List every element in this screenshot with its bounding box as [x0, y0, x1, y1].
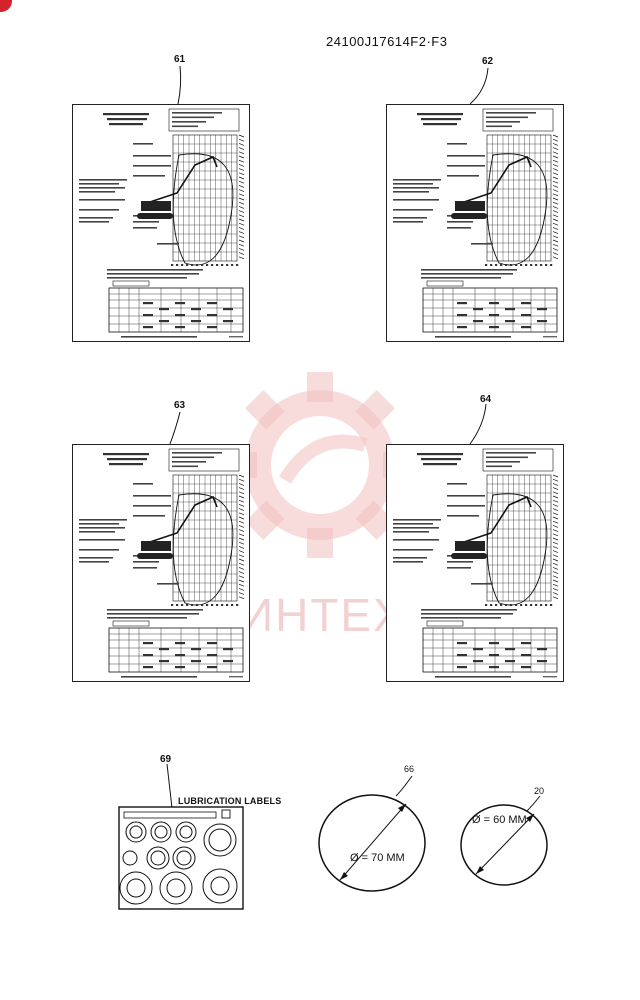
capacity-card [72, 444, 250, 682]
callout-66: 66 [404, 764, 415, 774]
callout-62: 62 [482, 56, 494, 67]
disc-70mm [318, 794, 426, 892]
capacity-card [386, 104, 564, 342]
lubrication-label-sheet [118, 806, 244, 910]
disc-60mm [460, 804, 548, 886]
capacity-card [386, 444, 564, 682]
watermark-text: ИНТЕХ [240, 589, 406, 641]
document-number: 24100J17614F2·F3 [326, 34, 448, 49]
capacity-card [72, 104, 250, 342]
disc-70mm-dimension: Ø = 70 MM [350, 852, 405, 864]
callout-64: 64 [480, 394, 492, 405]
lubrication-labels-title: LUBRICATION LABELS [178, 796, 282, 806]
disc-60mm-dimension: Ø = 60 MM [472, 814, 527, 826]
callout-69: 69 [160, 754, 172, 765]
callout-61: 61 [174, 54, 186, 65]
callout-20: 20 [534, 786, 545, 796]
callout-63: 63 [174, 400, 186, 411]
